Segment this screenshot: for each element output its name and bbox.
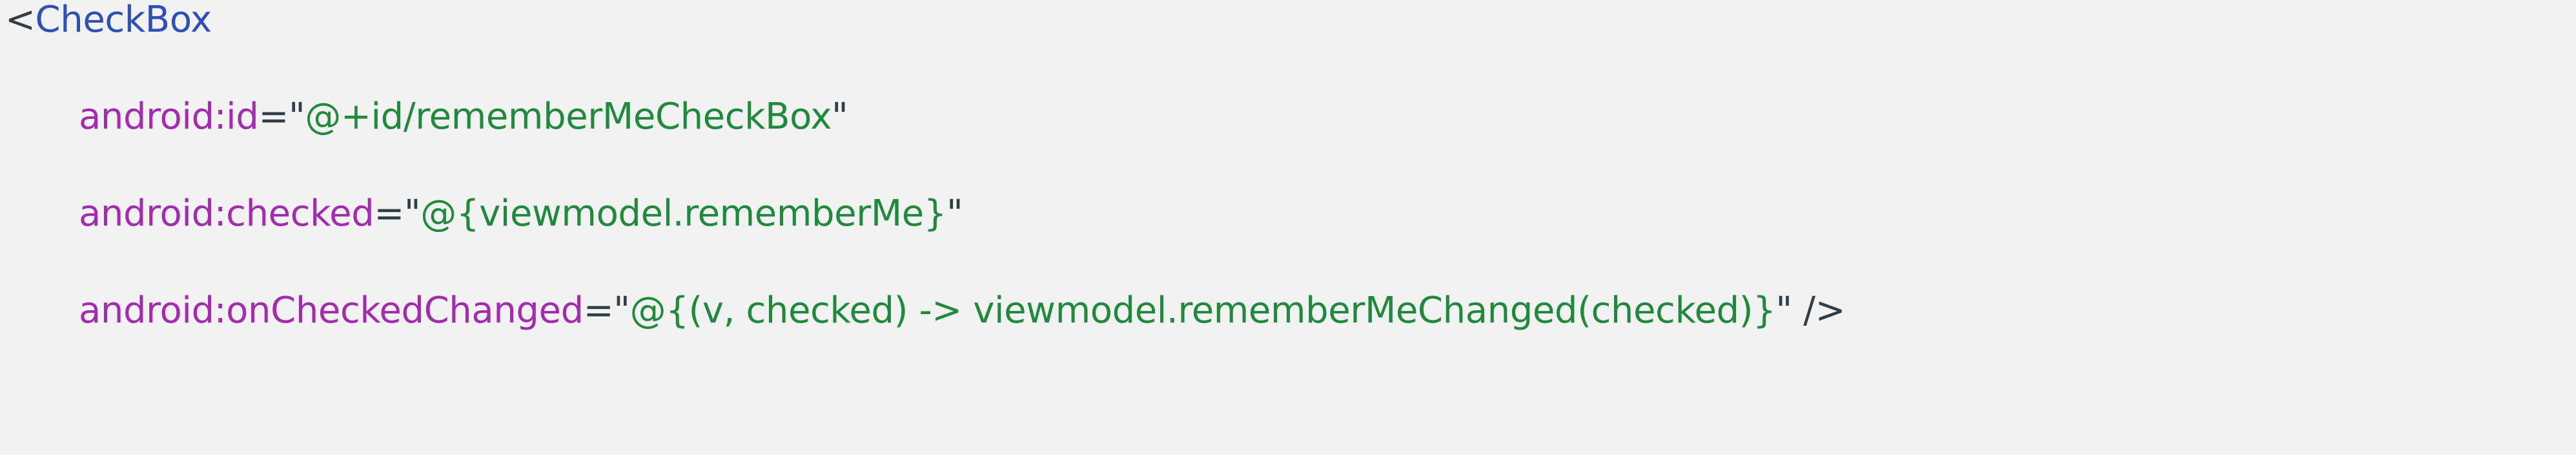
code-token-quote: ": [832, 96, 848, 138]
code-token-eq: =: [258, 96, 289, 138]
code-line-3: android:checked="@{viewmodel.rememberMe}…: [0, 165, 2576, 262]
code-line-4: android:onCheckedChanged="@{(v, checked)…: [0, 262, 2576, 359]
code-token-quote: ": [289, 96, 305, 138]
code-token-quote: ": [946, 193, 963, 235]
code-token-eq: =: [374, 193, 404, 235]
code-token-selfclose: />: [1792, 290, 1846, 332]
code-token-punct: <: [5, 0, 36, 41]
code-line-1: <CheckBox: [0, 0, 2576, 69]
code-token-attr: android:onCheckedChanged: [79, 290, 584, 332]
code-token-quote: ": [613, 290, 630, 332]
code-token-attr: android:id: [79, 96, 259, 138]
code-token-string: @+id/rememberMeCheckBox: [305, 96, 832, 138]
code-token-string: @{(v, checked) -> viewmodel.rememberMeCh…: [629, 290, 1776, 332]
code-token-string: @{viewmodel.rememberMe}: [420, 193, 947, 235]
code-token-quote: ": [404, 193, 421, 235]
code-token-eq: =: [583, 290, 614, 332]
code-token-tag: CheckBox: [35, 0, 212, 41]
code-token-quote: ": [1775, 290, 1792, 332]
code-line-2: android:id="@+id/rememberMeCheckBox": [0, 69, 2576, 165]
code-token-attr: android:checked: [79, 193, 374, 235]
